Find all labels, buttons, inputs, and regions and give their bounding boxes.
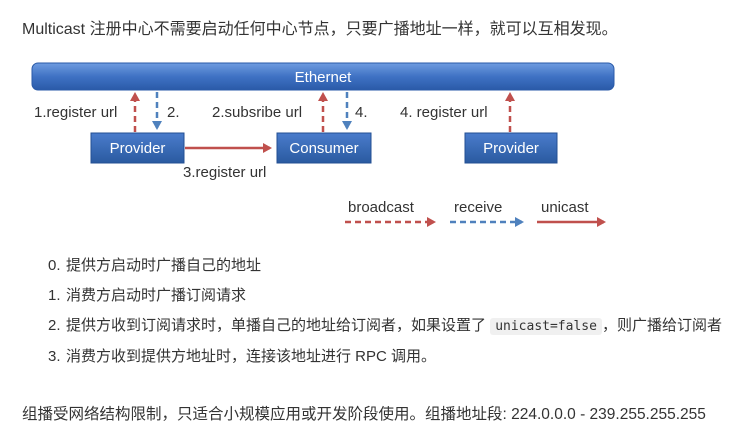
multicast-diagram: Ethernet Provider Consumer Provider 1.re…: [31, 62, 615, 227]
provider-2-label: Provider: [483, 140, 539, 157]
label-step-4: 4.: [355, 104, 368, 121]
legend-broadcast-label: broadcast: [348, 199, 415, 216]
step-number: 1.: [48, 287, 61, 304]
intro-text: Multicast 注册中心不需要启动任何中心节点，只要广播地址一样，就可以互相…: [22, 21, 618, 38]
step-item: 3. 消费方收到提供方地址时，连接该地址进行 RPC 调用。: [48, 346, 738, 368]
step-item: 2. 提供方收到订阅请求时，单播自己的地址给订阅者，如果设置了 unicast=…: [48, 315, 738, 338]
step-text: 消费方启动时广播订阅请求: [66, 287, 247, 304]
ethernet-bus: [31, 62, 615, 91]
footer-note: 组播受网络结构限制，只适合小规模应用或开发阶段使用。组播地址段: 224.0.0…: [22, 406, 706, 423]
legend-unicast-label: unicast: [541, 199, 589, 216]
step-text: 提供方启动时广播自己的地址: [66, 257, 262, 274]
consumer-node: Consumer: [276, 132, 372, 164]
step-text-before: 提供方收到订阅请求时，单播自己的地址给订阅者，如果设置了: [66, 317, 487, 334]
step-text: 消费方收到提供方地址时，连接该地址进行 RPC 调用。: [66, 348, 437, 365]
step-number: 2.: [48, 317, 61, 334]
provider-node-2: Provider: [464, 132, 558, 164]
step-item: 0. 提供方启动时广播自己的地址: [48, 255, 738, 277]
legend-receive-label: receive: [454, 199, 502, 216]
consumer-label: Consumer: [289, 140, 358, 157]
label-step-2: 2.: [167, 104, 180, 121]
step-number: 0.: [48, 257, 61, 274]
label-register-1: 1.register url: [34, 104, 117, 121]
provider-node-1: Provider: [90, 132, 185, 164]
label-register-4: 4. register url: [400, 104, 488, 121]
step-number: 3.: [48, 348, 61, 365]
provider-1-label: Provider: [110, 140, 166, 157]
steps-list: 0. 提供方启动时广播自己的地址 1. 消费方启动时广播订阅请求 2. 提供方收…: [48, 255, 738, 376]
label-register-3: 3.register url: [183, 164, 266, 181]
step-text-after: ，则广播给订阅者: [601, 317, 722, 334]
legend: broadcast receive unicast: [345, 199, 606, 227]
inline-code: unicast=false: [490, 318, 602, 335]
step-text-compound: 提供方收到订阅请求时，单播自己的地址给订阅者，如果设置了 unicast=fal…: [66, 315, 738, 338]
ethernet-label: Ethernet: [295, 69, 353, 86]
label-subscribe: 2.subsribe url: [212, 104, 302, 121]
step-item: 1. 消费方启动时广播订阅请求: [48, 285, 738, 307]
